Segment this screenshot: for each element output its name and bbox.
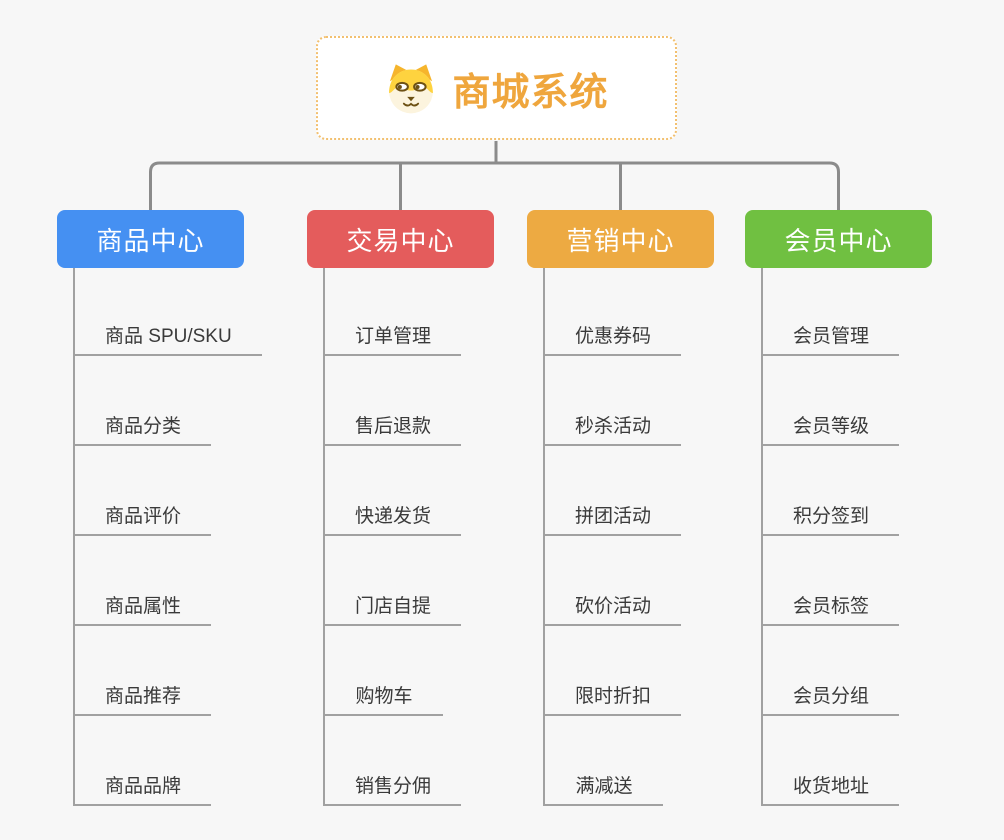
- branch-item[interactable]: 商品品牌: [75, 771, 212, 806]
- branch-item[interactable]: 商品分类: [75, 411, 212, 446]
- branch-item[interactable]: 会员等级: [763, 411, 900, 446]
- branch-column: 会员中心 会员管理会员等级积分签到会员标签会员分组收货地址: [745, 210, 932, 806]
- branch-item[interactable]: 订单管理: [325, 321, 462, 356]
- branch-column: 交易中心 订单管理售后退款快递发货门店自提购物车销售分佣: [307, 210, 494, 806]
- branch-item[interactable]: 快递发货: [325, 501, 462, 536]
- branch-item[interactable]: 售后退款: [325, 411, 462, 446]
- branch-item[interactable]: 拼团活动: [545, 501, 682, 536]
- branch-item[interactable]: 会员管理: [763, 321, 900, 356]
- branch-item[interactable]: 秒杀活动: [545, 411, 682, 446]
- branch-items-list: 会员管理会员等级积分签到会员标签会员分组收货地址: [761, 268, 900, 806]
- branch-item[interactable]: 限时折扣: [545, 681, 682, 716]
- branch-item[interactable]: 商品 SPU/SKU: [75, 321, 262, 356]
- branch-header-marketing-center[interactable]: 营销中心: [527, 210, 714, 268]
- branch-item[interactable]: 商品属性: [75, 591, 212, 626]
- branch-item[interactable]: 会员标签: [763, 591, 900, 626]
- branch-item[interactable]: 商品推荐: [75, 681, 212, 716]
- branch-item[interactable]: 商品评价: [75, 501, 212, 536]
- branch-items-list: 优惠券码秒杀活动拼团活动砍价活动限时折扣满减送: [543, 268, 682, 806]
- branch-item[interactable]: 优惠券码: [545, 321, 682, 356]
- branch-item[interactable]: 门店自提: [325, 591, 462, 626]
- branch-item[interactable]: 砍价活动: [545, 591, 682, 626]
- branch-column: 商品中心 商品 SPU/SKU 商品分类商品评价商品属性商品推荐商品品牌: [57, 210, 262, 806]
- branch-header-product-center[interactable]: 商品中心: [57, 210, 244, 268]
- dog-face-icon: [389, 64, 434, 114]
- root-node[interactable]: 商城系统: [316, 36, 677, 140]
- branch-item[interactable]: 销售分佣: [325, 771, 462, 806]
- branch-column: 营销中心 优惠券码秒杀活动拼团活动砍价活动限时折扣满减送: [527, 210, 714, 806]
- branch-item[interactable]: 购物车: [325, 681, 443, 716]
- branch-item[interactable]: 积分签到: [763, 501, 900, 536]
- branch-header-member-center[interactable]: 会员中心: [745, 210, 932, 268]
- branch-header-trade-center[interactable]: 交易中心: [307, 210, 494, 268]
- branch-items-list: 商品 SPU/SKU 商品分类商品评价商品属性商品推荐商品品牌: [73, 268, 262, 806]
- branch-item[interactable]: 会员分组: [763, 681, 900, 716]
- branch-item[interactable]: 满减送: [545, 771, 663, 806]
- branch-items-list: 订单管理售后退款快递发货门店自提购物车销售分佣: [323, 268, 462, 806]
- branch-item[interactable]: 收货地址: [763, 771, 900, 806]
- root-title: 商城系统: [452, 71, 609, 114]
